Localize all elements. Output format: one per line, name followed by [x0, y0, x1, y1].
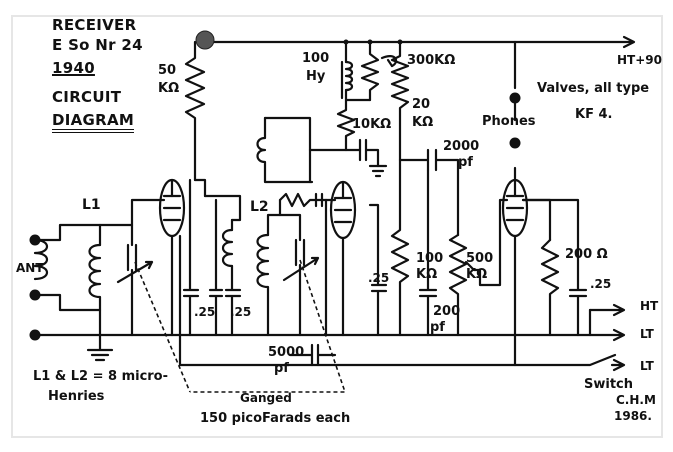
coil-l1: [88, 243, 102, 337]
label-inductance-2: Henries: [48, 389, 105, 404]
label-lt: LT: [640, 327, 654, 341]
coil-l2: [256, 233, 270, 337]
ground-mid: [368, 164, 388, 178]
label-c-200-unit: pf: [430, 320, 445, 335]
label-c-25-2: .25: [230, 305, 252, 319]
label-c-2000-value: 2000: [443, 139, 480, 154]
label-r-50k-unit: KΩ: [158, 81, 180, 96]
label-c-5000-value: 5000: [268, 345, 305, 360]
label-r-20k-value: 20: [412, 97, 431, 112]
choke-100hy: [344, 60, 354, 92]
label-c-25-3: .25: [368, 271, 390, 285]
label-c-25-4: .25: [590, 277, 612, 291]
label-ant: ANT: [16, 261, 44, 275]
label-r-300k: 300KΩ: [407, 53, 456, 68]
ht-minus-rail: [178, 353, 626, 372]
title-line-5: DIAGRAM: [52, 113, 135, 133]
label-r-100k-unit: KΩ: [416, 267, 438, 282]
label-l2: L2: [250, 199, 269, 215]
label-valve-type: KF 4.: [575, 107, 613, 122]
label-c-200-value: 200: [433, 304, 461, 319]
label-c-2000-unit: pf: [458, 155, 473, 170]
label-lt-2: LT: [640, 359, 654, 373]
title-line-4: CIRCUIT: [52, 88, 122, 106]
title-line-1: RECEIVER: [52, 16, 137, 34]
coil-tickler-1: [221, 228, 234, 268]
label-ganged: Ganged: [240, 391, 292, 405]
label-c-25-1: .25: [194, 305, 216, 319]
label-date: 1986.: [614, 409, 652, 423]
label-r-10k: 10KΩ: [352, 117, 392, 132]
label-author: C.H.M: [616, 393, 656, 407]
label-choke-value: 100: [302, 51, 330, 66]
label-r-500k-unit: KΩ: [466, 267, 488, 282]
label-r-200: 200 Ω: [565, 247, 608, 262]
label-phones: Phones: [482, 114, 536, 129]
label-r-500k-value: 500: [466, 251, 494, 266]
label-r-50k-value: 50: [158, 63, 177, 78]
label-r-100k-value: 100: [416, 251, 444, 266]
title-year: 1940: [52, 59, 95, 77]
ht-arrow: [622, 35, 636, 49]
label-ht-plus: HT+90: [617, 53, 662, 67]
label-pico: 150 picoFarads each: [200, 411, 351, 426]
label-valves: Valves, all type: [537, 81, 650, 96]
label-ht: HT: [640, 299, 659, 313]
label-r-20k-unit: KΩ: [412, 115, 434, 130]
label-l1: L1: [82, 197, 101, 213]
label-switch: Switch: [584, 377, 634, 392]
title-line-2: E So Nr 24: [52, 36, 143, 54]
label-c-5000-unit: pf: [274, 361, 289, 376]
label-choke-unit: Hy: [306, 69, 326, 84]
label-inductance-1: L1 & L2 = 8 micro-: [33, 369, 169, 384]
